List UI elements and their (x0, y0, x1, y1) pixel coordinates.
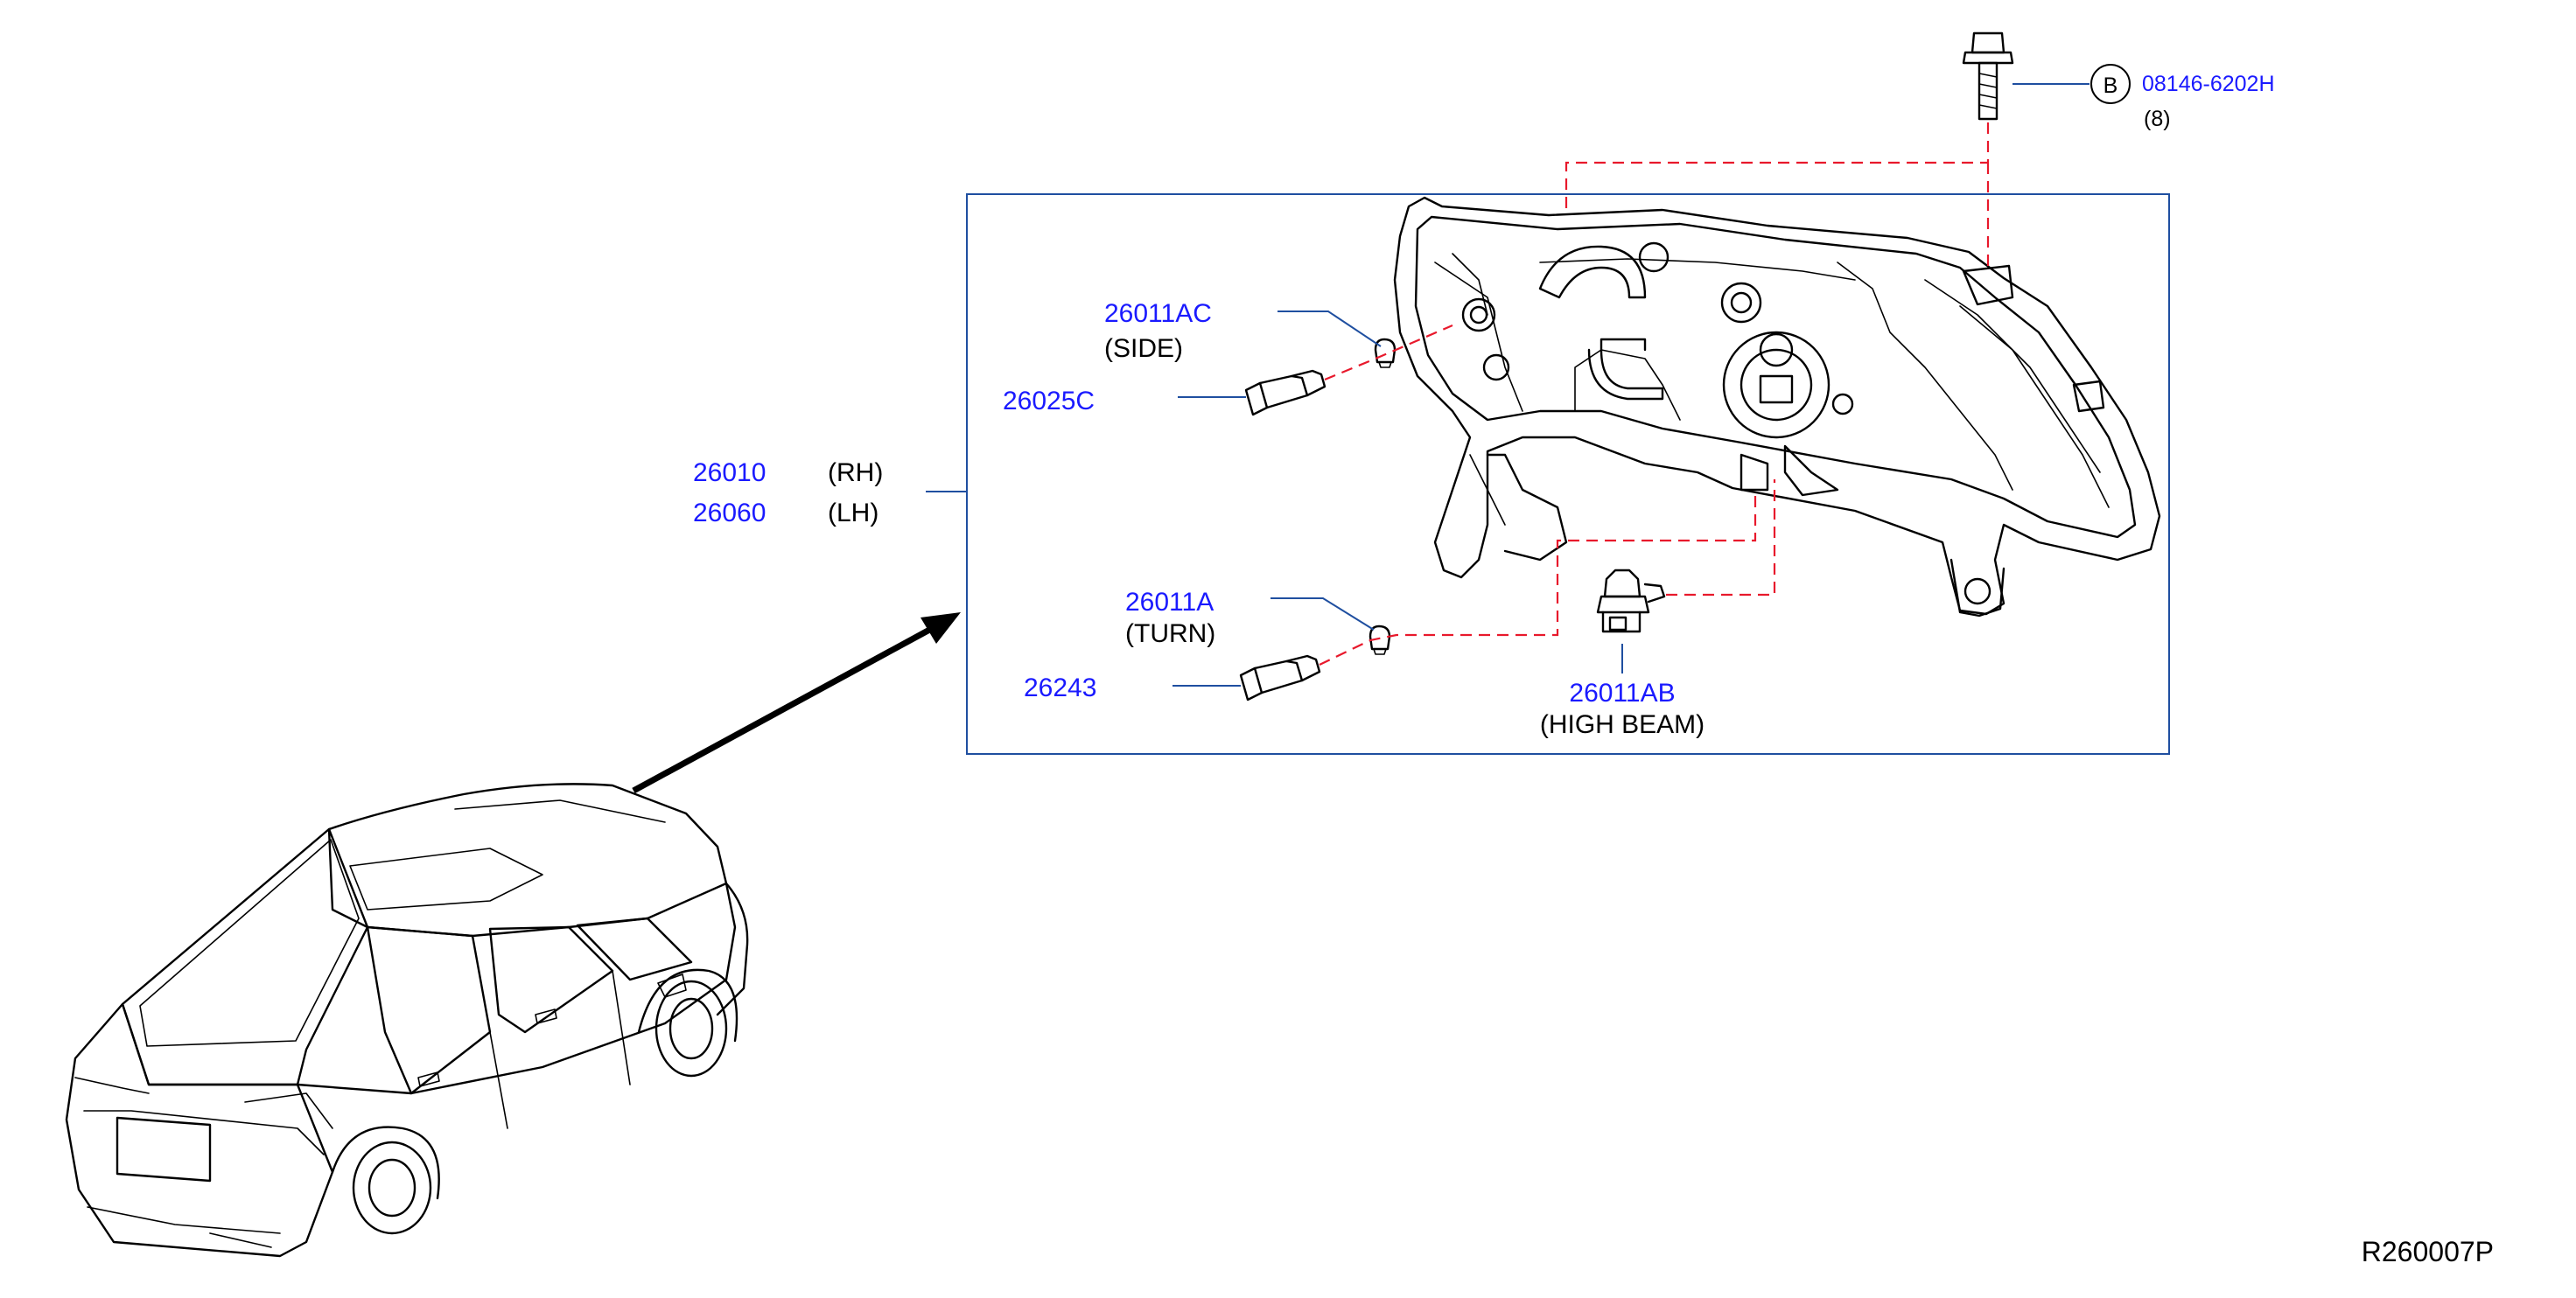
turn-bulb-name: (TURN) (1125, 619, 1215, 648)
turn-socket-illustration (1239, 654, 1321, 701)
pointer-arrow (632, 612, 961, 794)
assembly-lh-side: (LH) (828, 499, 878, 527)
turn-bulb-leader (1270, 597, 1375, 631)
high-beam-guide-dashed (1666, 479, 1776, 597)
assembly-lh-part-number: 26060 (693, 499, 766, 527)
assembly-rh-side: (RH) (828, 458, 883, 487)
side-bulb-part-number: 26011AC (1104, 299, 1212, 328)
side-socket-part-number: 26025C (1003, 387, 1095, 415)
side-bulb-guide-dashed (1324, 324, 1453, 381)
turn-bulb-part-number: 26011A (1125, 588, 1214, 617)
high-beam-name: (HIGH BEAM) (1540, 710, 1704, 739)
side-bulb-name: (SIDE) (1104, 334, 1183, 363)
diagram-code: R260007P (2362, 1236, 2494, 1267)
bolt-part-number: 08146-6202H (2142, 72, 2275, 96)
headlamp-housing-illustration (1393, 196, 2161, 618)
turn-socket-part-number: 26243 (1024, 673, 1096, 702)
assembly-rh-part-number: 26010 (693, 458, 766, 487)
vehicle-illustration (65, 783, 749, 1258)
side-bulb-illustration (1374, 338, 1396, 368)
assembly-frame (966, 193, 2170, 755)
bolt-callout-circle (2090, 64, 2131, 104)
side-bulb-leader (1278, 311, 1382, 347)
high-beam-part-number: 26011AB (1569, 679, 1675, 708)
high-beam-bulb-illustration (1596, 569, 1666, 633)
bolt-guide-dashed (1564, 122, 1990, 273)
bolt-callout-letter: B (2104, 73, 2118, 98)
bolt-illustration (1962, 31, 2014, 121)
bolt-quantity: (8) (2144, 107, 2171, 131)
turn-bulb-guide-dashed (1319, 490, 1757, 666)
side-socket-illustration (1244, 369, 1326, 416)
